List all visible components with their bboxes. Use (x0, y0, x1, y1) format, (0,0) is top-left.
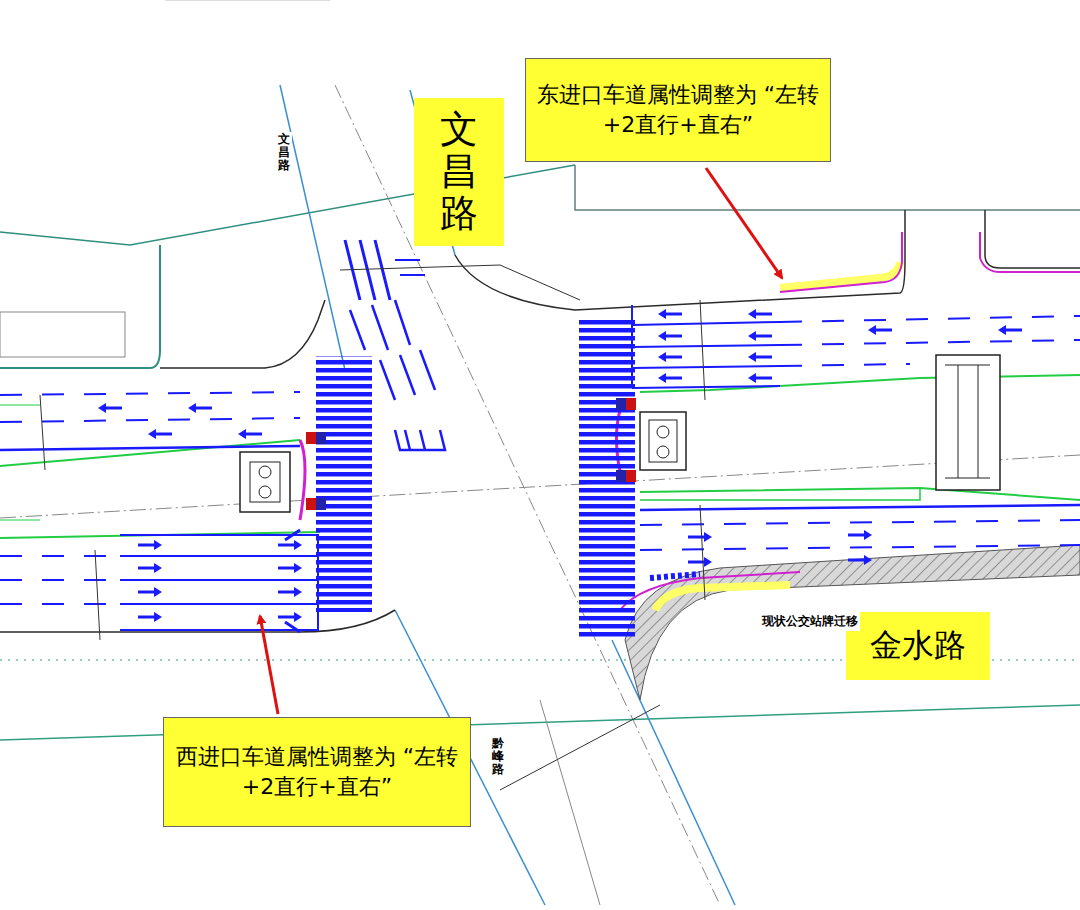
node-text: 金水路 (870, 624, 966, 667)
road-name-label: 文昌路 (276, 132, 292, 174)
road-name-box: 金水路 (846, 612, 990, 680)
road-name-label: 黔峰路 (490, 736, 506, 778)
road-name-box: 文昌路 (414, 98, 504, 246)
node-text: 文昌路 (440, 109, 478, 234)
node-text: 东进口车道属性调整为 “左转+2直行+直右” (526, 80, 830, 139)
node-text: 西进口车道属性调整为 “左转+2直行+直右” (164, 742, 470, 801)
callout-box: 东进口车道属性调整为 “左转+2直行+直右” (525, 58, 831, 162)
note-label: 现状公交站牌迁移 (760, 612, 860, 631)
callout-box: 西进口车道属性调整为 “左转+2直行+直右” (163, 717, 471, 827)
